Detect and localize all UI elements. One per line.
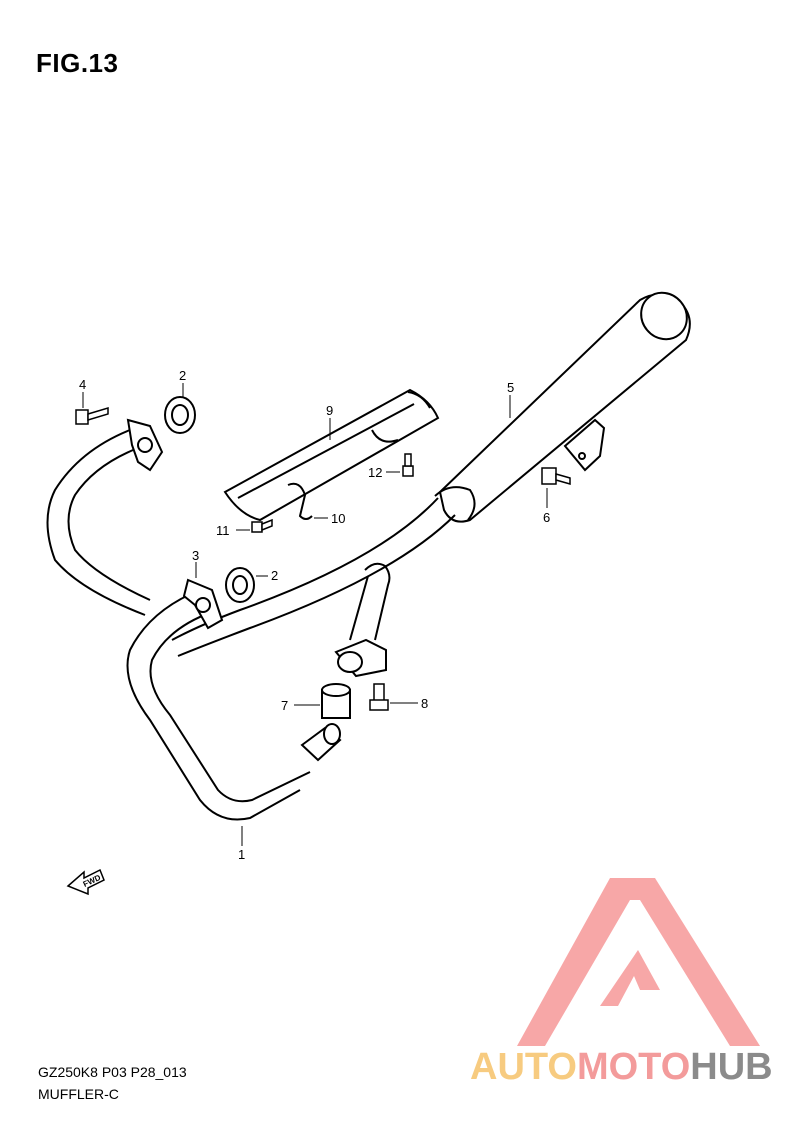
callout-12: 12 (368, 465, 382, 480)
section-name: MUFFLER-C (38, 1086, 119, 1102)
callout-7: 7 (281, 698, 288, 713)
fwd-arrow-icon: FWD (66, 868, 105, 896)
heat-shield-9 (223, 388, 440, 522)
callout-8: 8 (421, 696, 428, 711)
joint-lower (300, 723, 342, 762)
callout-2-upper: 2 (179, 368, 186, 383)
connector-7 (321, 683, 351, 719)
bolt-6 (541, 467, 571, 485)
watermark-auto: AUTO (470, 1046, 577, 1088)
model-code: GZ250K8 P03 P28_013 (38, 1064, 187, 1080)
gasket-2-upper (164, 396, 196, 434)
watermark-logo (517, 878, 760, 1046)
callout-11: 11 (216, 523, 230, 538)
flange-upper (126, 418, 164, 472)
callout-2-lower: 2 (271, 568, 278, 583)
screw-12 (402, 453, 414, 477)
watermark-moto: MOTO (576, 1046, 691, 1088)
muffler (434, 291, 691, 523)
figure-title: FIG.13 (36, 48, 119, 78)
callout-6: 6 (543, 510, 550, 525)
watermark-hub: HUB (690, 1046, 773, 1088)
callout-4: 4 (79, 377, 86, 392)
callout-3: 3 (192, 548, 199, 563)
bolt-8 (369, 683, 389, 711)
callout-9: 9 (326, 403, 333, 418)
clamp-upper (334, 638, 387, 678)
watermark-text: AUTOMOTOHUB (470, 1046, 773, 1089)
callout-10: 10 (331, 511, 345, 526)
clamp-10 (287, 482, 313, 520)
bolt-4 (75, 406, 109, 425)
flange-3 (182, 578, 224, 630)
gasket-2-lower (225, 567, 255, 603)
screw-11 (251, 518, 273, 533)
exhaust-pipe (46, 429, 456, 821)
callout-1: 1 (238, 847, 245, 862)
callout-5: 5 (507, 380, 514, 395)
leader-lines (82, 383, 548, 846)
callouts: 1 2 2 3 4 5 6 7 8 9 10 11 12 (79, 368, 550, 862)
